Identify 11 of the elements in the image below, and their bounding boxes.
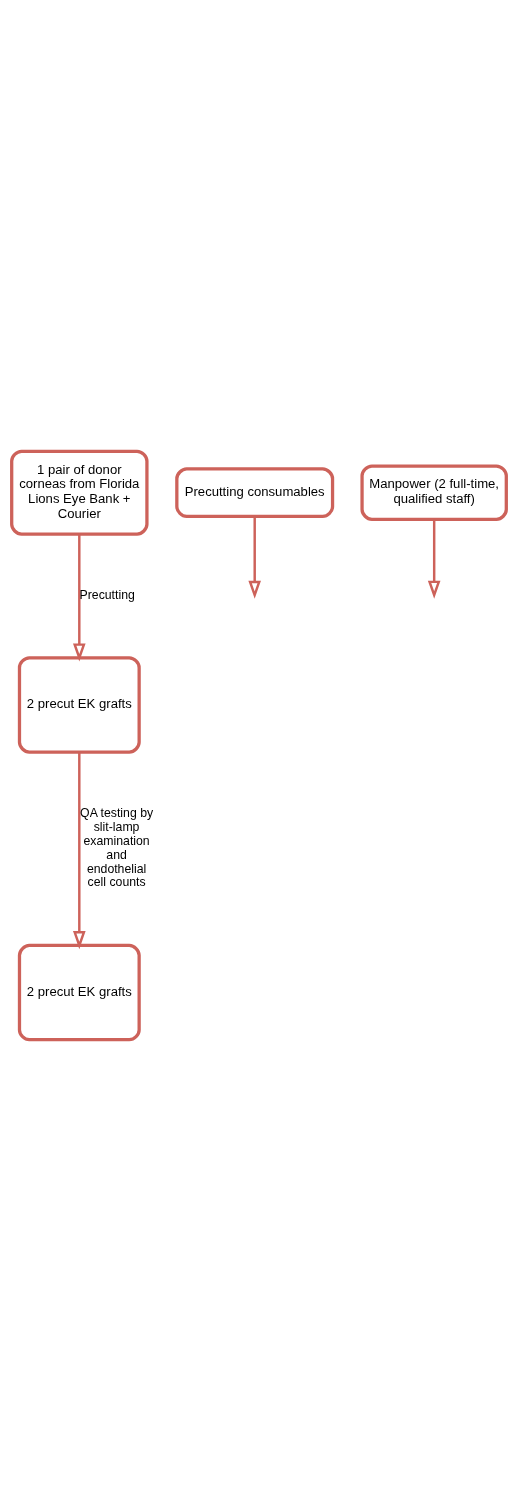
node-box: 2 precut EK grafts xyxy=(17,943,141,1041)
arrow xyxy=(73,533,86,661)
node-box: 2 precut EK grafts xyxy=(17,655,141,754)
arrow xyxy=(427,518,441,599)
arrow xyxy=(73,751,86,949)
node-box: 1 pair of donor corneas from Florida Lions Eye Bank + Courier xyxy=(10,449,149,536)
node-box: Precutting consumables xyxy=(175,466,335,518)
edge-label: Precutting xyxy=(79,587,135,602)
arrow xyxy=(248,516,262,599)
node-box: Manpower (2 full-time, qualified staff) xyxy=(360,463,508,521)
edge-label: QA testing by slit-lamp examination and endothelial cell counts xyxy=(80,805,154,889)
